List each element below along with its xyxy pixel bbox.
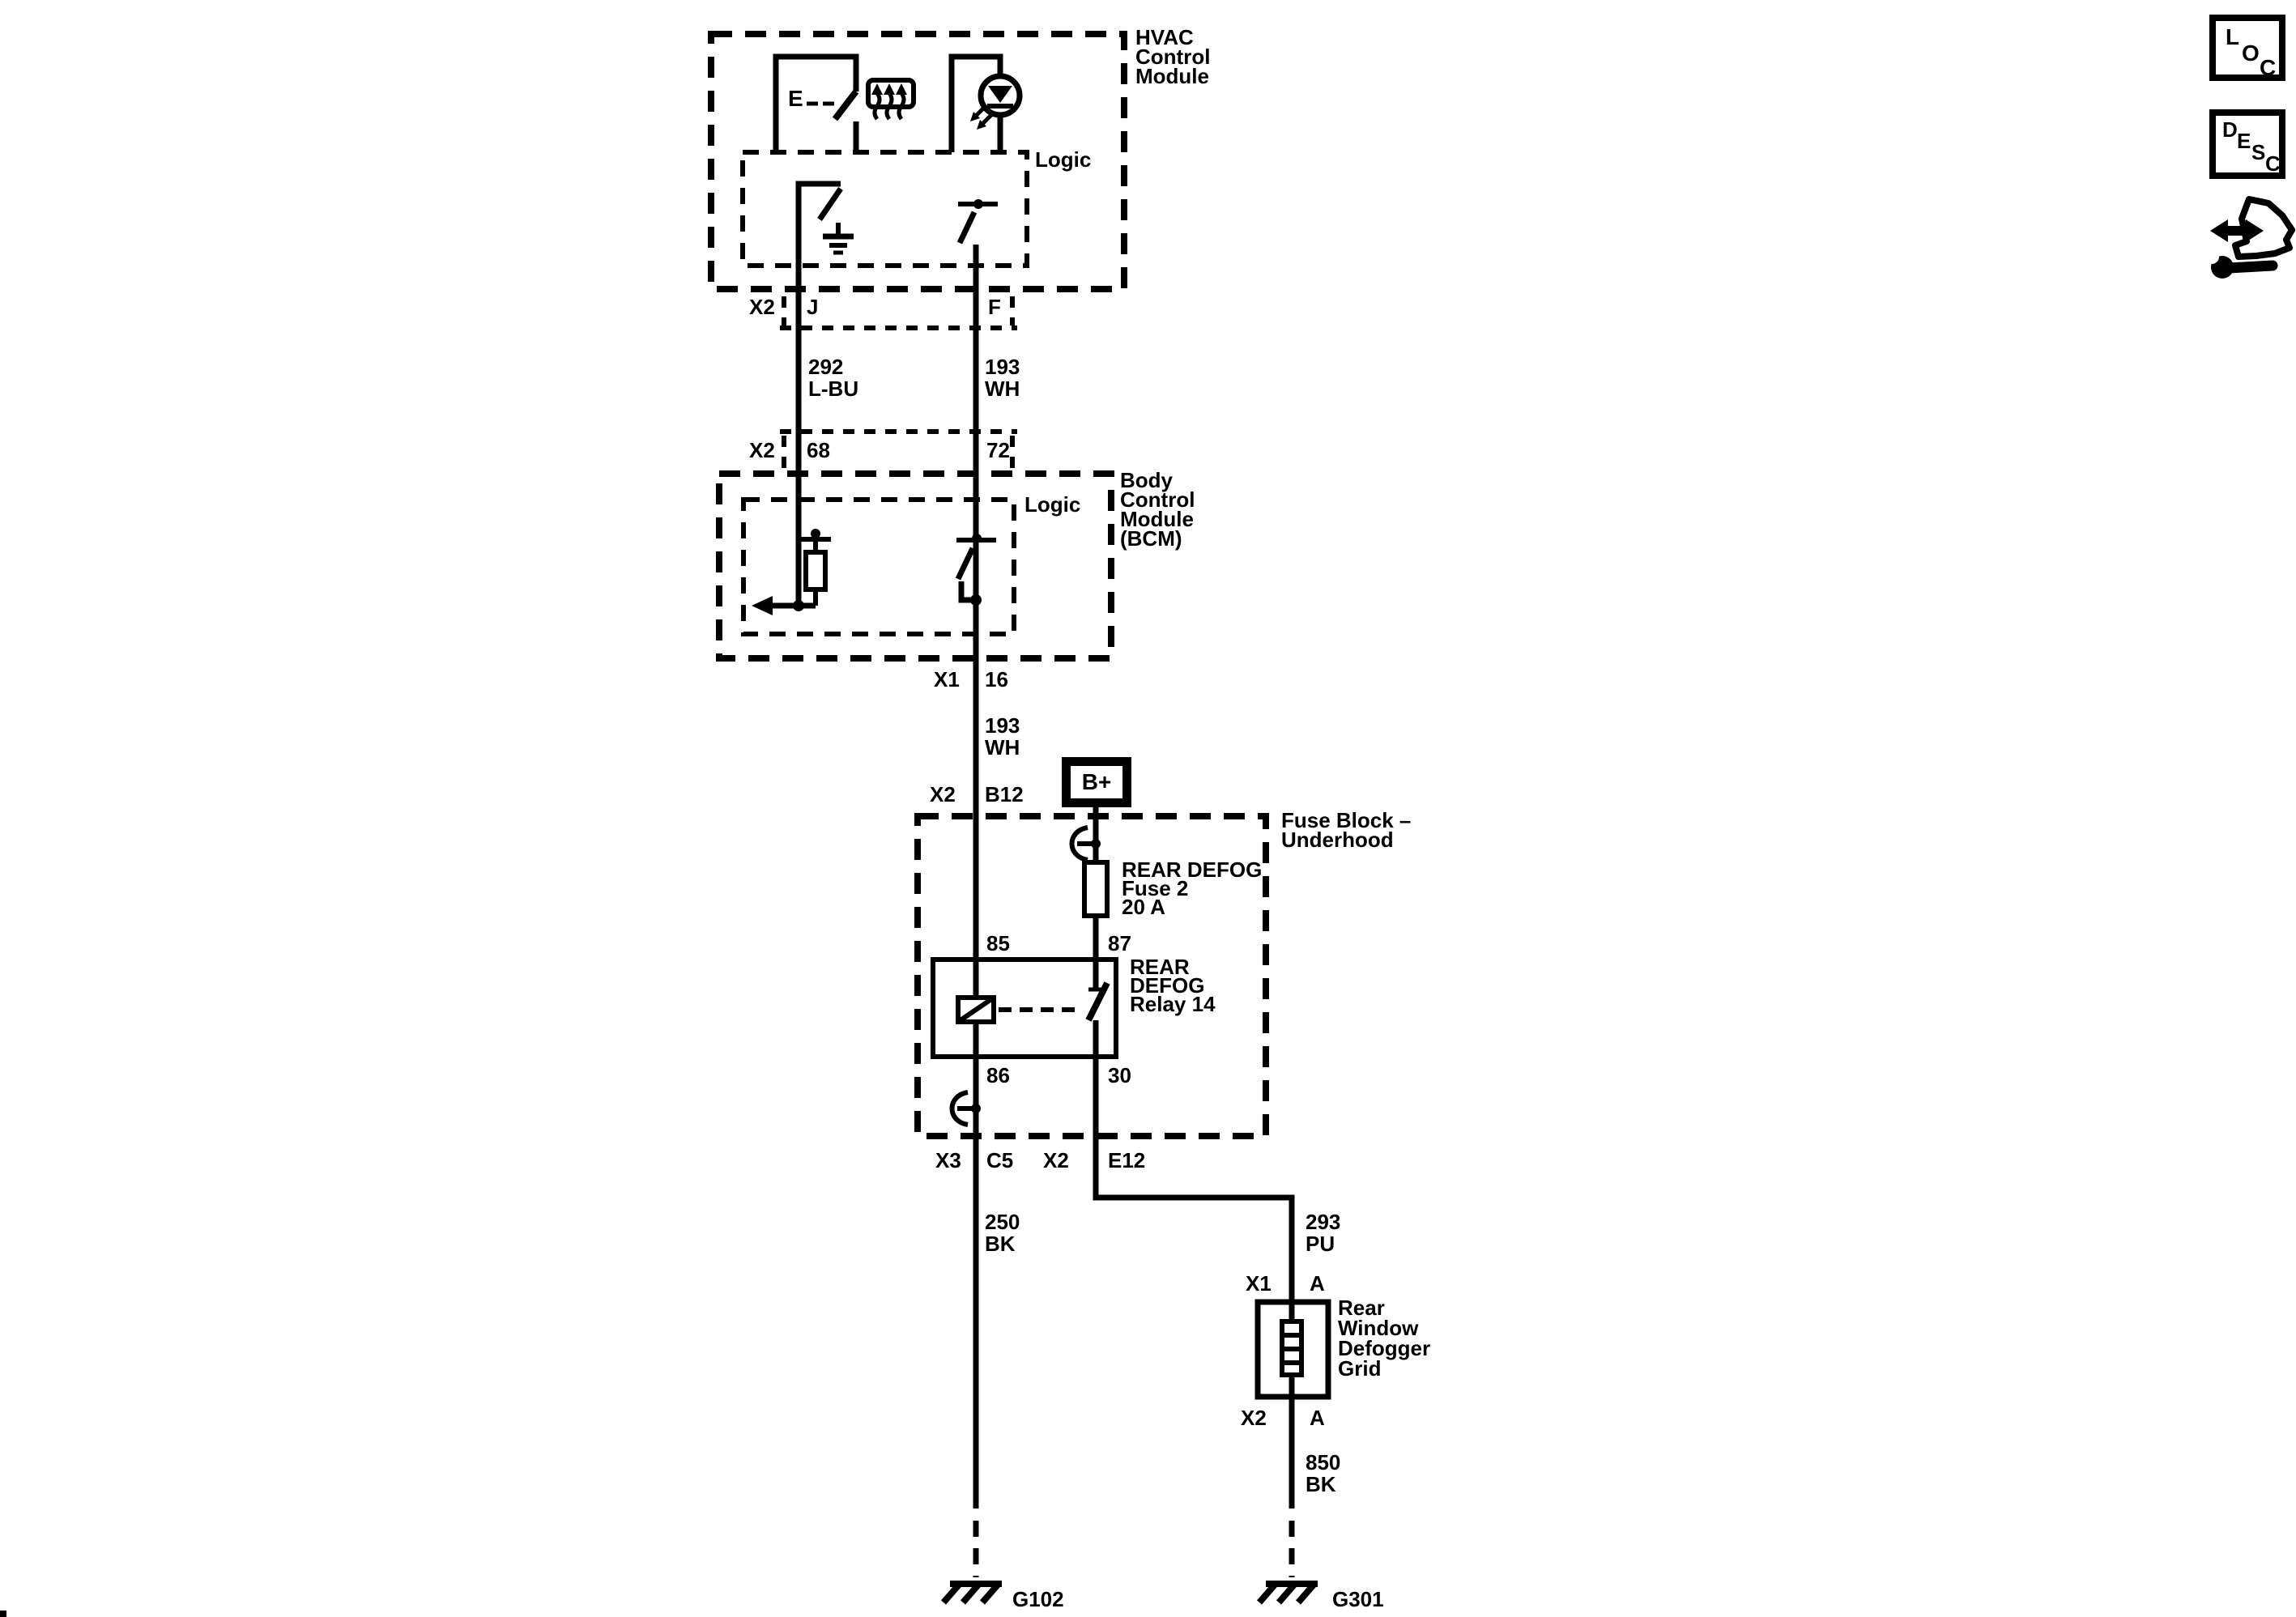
wire-250-label: 250 BK xyxy=(985,1210,1020,1256)
loc-button[interactable]: L O C xyxy=(2209,15,2285,81)
relay-pin-85: 85 xyxy=(986,931,1010,955)
ground-symbol-g301 xyxy=(1256,1581,1318,1605)
splice-symbol-top xyxy=(1069,825,1101,862)
relay-pin-86: 86 xyxy=(986,1063,1010,1087)
hvac-module-label: HVAC Control Module xyxy=(1135,25,1211,88)
fuse-block-box xyxy=(914,813,1269,1139)
related-info-jump-icon[interactable] xyxy=(2204,196,2295,279)
rear-defog-relay-label: REAR DEFOG Relay 14 xyxy=(1130,955,1216,1016)
defogger-pin-a-top: A xyxy=(1310,1271,1325,1296)
fuseblock-connector-top-name: X2 xyxy=(930,782,956,806)
battery-positive-symbol: B+ xyxy=(1062,757,1131,807)
hvac-logic-label: Logic xyxy=(1035,147,1092,172)
page-artifact-dot xyxy=(0,1611,6,1617)
relay-pin-87: 87 xyxy=(1108,931,1131,955)
wire-850-label: 850 BK xyxy=(1306,1450,1341,1496)
heated-rear-window-icon xyxy=(866,78,916,121)
fuseblock-connector-x2: X2 xyxy=(1043,1148,1069,1172)
wrench-icon xyxy=(2204,249,2278,279)
wire-193-upper-label: 193 WH xyxy=(985,355,1020,401)
rear-defog-fuse-label: REAR DEFOG Fuse 2 20 A xyxy=(1122,857,1263,919)
defogger-grid-symbol xyxy=(1254,1299,1331,1400)
hvac-logic-driver-right xyxy=(956,199,998,245)
hvac-logic-box xyxy=(740,150,1029,268)
ground-symbol-g102 xyxy=(940,1581,1002,1605)
hvac-defog-switch xyxy=(773,53,859,151)
wire-193-lower-label: 193 WH xyxy=(985,713,1020,760)
wire-293-purple xyxy=(1093,1020,1295,1321)
bcm-logic-label: Logic xyxy=(1024,492,1081,517)
hvac-module-box xyxy=(708,31,1127,292)
bcm-pin-68: 68 xyxy=(807,438,830,462)
hvac-switch-label: E xyxy=(788,86,803,111)
rear-defog-fuse-symbol xyxy=(1082,860,1110,918)
defogger-connector-top-name: X1 xyxy=(1246,1271,1272,1296)
bcm-module-box xyxy=(716,470,1114,662)
hvac-connector-name: X2 xyxy=(749,295,775,319)
hvac-pin-f: F xyxy=(988,295,1001,319)
bcm-module-label: Body Control Module (BCM) xyxy=(1120,468,1195,551)
fuseblock-pin-c5: C5 xyxy=(986,1148,1014,1172)
indicator-led-icon xyxy=(948,53,1023,152)
bcm-pin-72: 72 xyxy=(986,438,1010,462)
hvac-pin-j: J xyxy=(807,295,819,319)
defogger-connector-bottom-name: X2 xyxy=(1241,1406,1267,1430)
relay-pin-30: 30 xyxy=(1108,1063,1131,1087)
wire-293-label: 293 PU xyxy=(1306,1210,1341,1256)
double-arrow-icon xyxy=(2210,219,2264,242)
bcm-connector-top-name: X2 xyxy=(749,438,775,462)
bcm-pullup-resistor xyxy=(752,529,831,615)
bcm-logic-box xyxy=(741,497,1016,636)
bcm-connector-bottom-name: X1 xyxy=(934,667,960,691)
rear-defog-relay-symbol xyxy=(931,957,1118,1059)
fuseblock-pin-e12: E12 xyxy=(1108,1148,1146,1172)
desc-button[interactable]: D E S C xyxy=(2209,109,2285,179)
fuse-block-label: Fuse Block – Underhood xyxy=(1281,808,1412,852)
fuseblock-connector-x3: X3 xyxy=(935,1148,961,1172)
wire-292-label: 292 L-BU xyxy=(808,355,859,401)
fuseblock-pin-b12: B12 xyxy=(985,782,1024,806)
ground-g301-label: G301 xyxy=(1332,1587,1384,1611)
bcm-pin-16: 16 xyxy=(985,667,1008,691)
defogger-pin-a-bottom: A xyxy=(1310,1406,1325,1430)
hvac-logic-driver-left xyxy=(795,181,854,606)
defogger-label: Rear Window Defogger Grid xyxy=(1338,1296,1431,1381)
splice-symbol-bottom xyxy=(949,1090,981,1127)
ground-g102-label: G102 xyxy=(1012,1587,1064,1611)
bcm-logic-switch xyxy=(955,534,996,606)
